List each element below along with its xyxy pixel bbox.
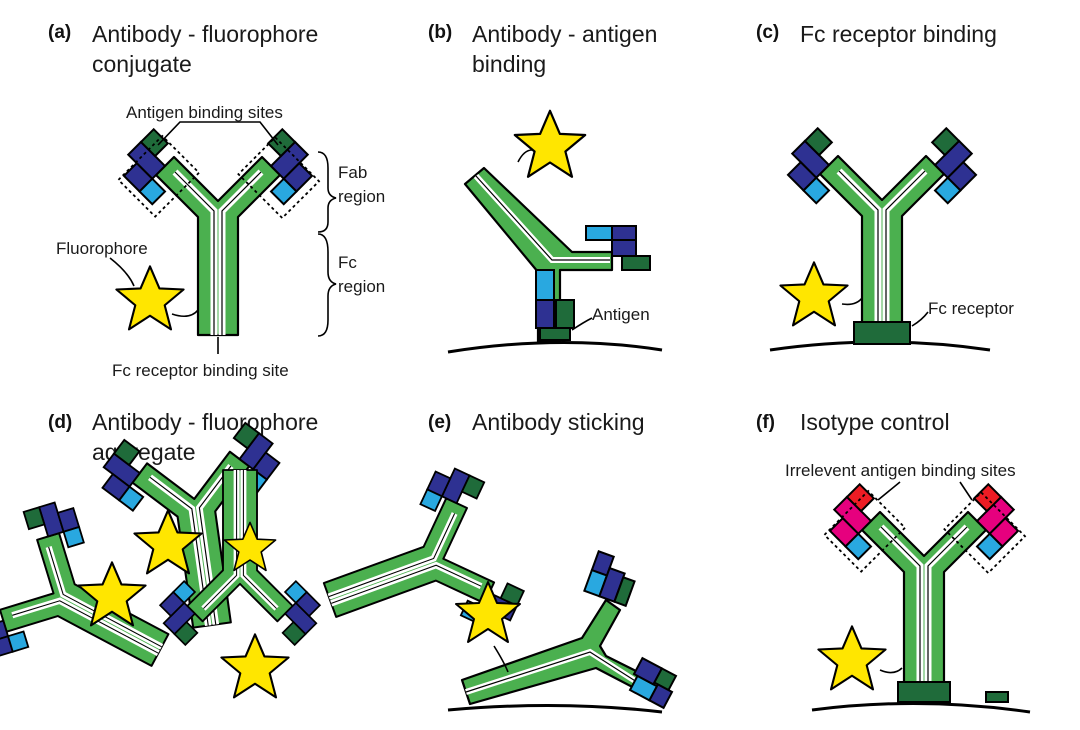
panel-a-title: (a) Antibody - fluorophore conjugate — [48, 21, 318, 77]
irrelevant-binding-sites-label: Irrelevent antigen binding sites — [785, 461, 1016, 480]
fluorophore-star — [115, 265, 185, 331]
svg-text:(e): (e) — [428, 412, 451, 433]
irrelevant-site-box-right — [943, 491, 1027, 575]
panel-e-diagram — [447, 550, 678, 714]
panel-c-title: (c) Fc receptor binding — [756, 21, 997, 47]
antigen-binding-sites-label: Antigen binding sites — [126, 103, 283, 122]
panel-d-diagram — [0, 418, 536, 730]
fluorophore-label: Fluorophore — [56, 239, 148, 258]
svg-text:(b): (b) — [428, 22, 452, 43]
irrelevant-site-box-left — [823, 489, 907, 573]
svg-text:(c): (c) — [756, 22, 779, 43]
fab-label-1: Fab — [338, 163, 367, 182]
panel-e-title: (e) Antibody sticking — [428, 409, 645, 435]
panel-c-diagram: Fc receptor — [769, 128, 1014, 352]
linker — [171, 309, 199, 318]
svg-text:conjugate: conjugate — [92, 51, 192, 77]
panel-a-diagram: Antigen binding sites Fab region Fc regi… — [56, 103, 385, 380]
fc-receptor-binding-site-label: Fc receptor binding site — [112, 361, 289, 380]
panel-d-title: (d) Antibody - fluorophore aggregate — [48, 409, 318, 465]
fc-receptor — [853, 321, 911, 345]
panel-f-title: (f) Isotype control — [756, 409, 950, 435]
panel-b-title: (b) Antibody - antigen binding — [428, 21, 657, 77]
panel-b-diagram: Antigen — [447, 109, 663, 354]
svg-text:(a): (a) — [48, 22, 71, 43]
unbound-receptor — [985, 691, 1009, 703]
binding-site-box-left — [117, 134, 201, 218]
cell-surface — [447, 703, 663, 714]
svg-text:(d): (d) — [48, 412, 72, 433]
antibody-d3 — [298, 450, 535, 687]
fc-receptor-label: Fc receptor — [928, 299, 1014, 318]
fluorophore-star — [513, 109, 587, 178]
fluorophore-star — [817, 625, 887, 691]
cell-surface — [447, 340, 663, 354]
svg-text:Antibody - fluorophore: Antibody - fluorophore — [92, 409, 318, 435]
fab-brace — [317, 151, 337, 233]
fc-label-1: Fc — [338, 253, 357, 272]
cell-surface — [811, 701, 1031, 714]
antigen-label: Antigen — [592, 305, 650, 324]
fc-label-2: region — [338, 277, 385, 296]
fc-receptor — [897, 681, 951, 703]
svg-text:Antibody sticking: Antibody sticking — [472, 409, 645, 435]
panel-f-diagram: Irrelevent antigen binding sites — [785, 461, 1031, 714]
fab-label-2: region — [338, 187, 385, 206]
svg-text:binding: binding — [472, 51, 546, 77]
svg-text:(f): (f) — [756, 412, 775, 433]
binding-site-box-right — [237, 136, 321, 220]
antigen-b — [539, 327, 571, 341]
fluorophore-star — [779, 261, 849, 327]
fluorophore-star — [220, 633, 290, 699]
svg-text:Fc receptor binding: Fc receptor binding — [800, 21, 997, 47]
svg-text:Antibody - antigen: Antibody - antigen — [472, 21, 657, 47]
svg-text:Antibody - fluorophore: Antibody - fluorophore — [92, 21, 318, 47]
fluorophore-leader — [109, 257, 135, 287]
fc-brace — [317, 233, 337, 337]
svg-text:Isotype control: Isotype control — [800, 409, 950, 435]
binding-site-leader — [157, 121, 279, 146]
